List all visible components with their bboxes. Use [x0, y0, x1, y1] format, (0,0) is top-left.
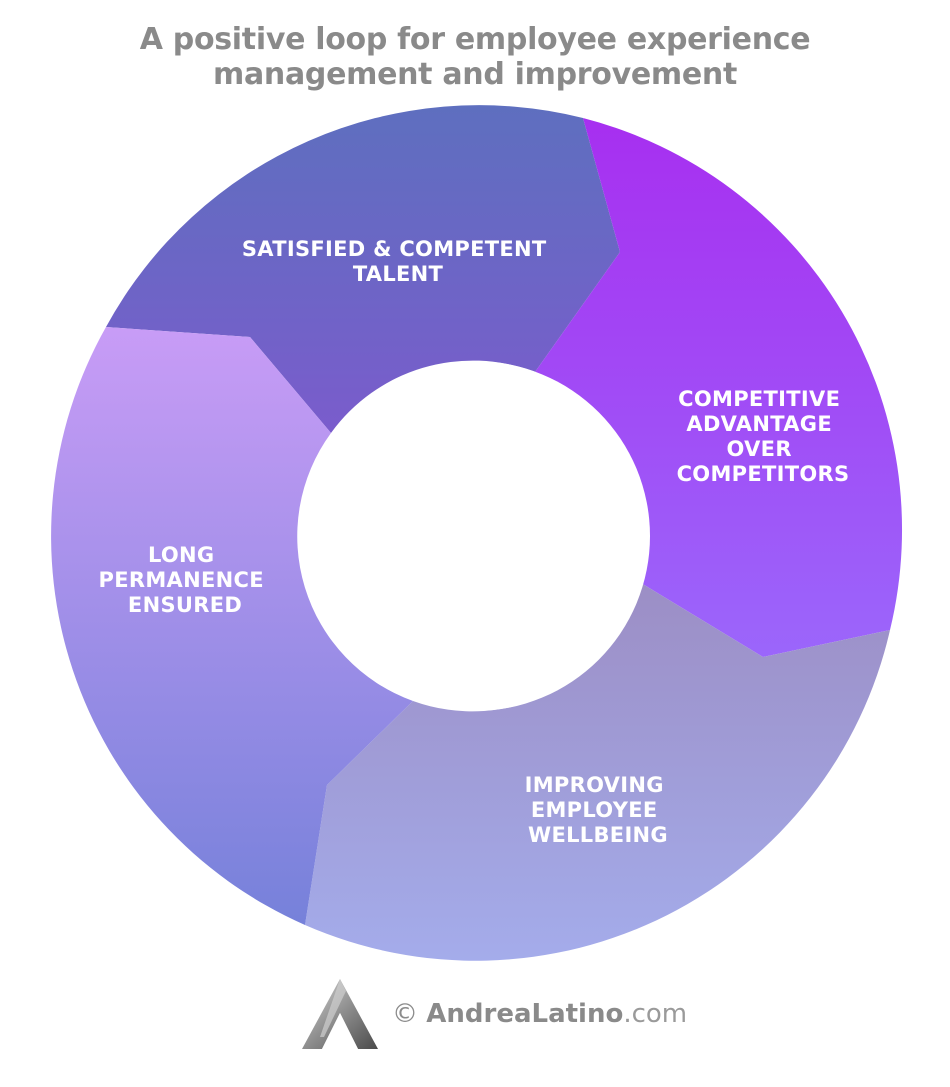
- label-line: COMPETITIVE: [678, 387, 840, 411]
- label-competitive-advantage: COMPETITIVE ADVANTAGE OVER COMPETITORS: [677, 387, 850, 486]
- label-line: LONG: [148, 543, 215, 567]
- copyright-symbol: ©: [392, 999, 418, 1029]
- label-satisfied-talent: SATISFIED & COMPETENT TALENT: [242, 237, 554, 286]
- brand-name: AndreaLatino: [426, 999, 624, 1029]
- label-line: ENSURED: [128, 593, 242, 617]
- label-line: WELLBEING: [528, 823, 668, 847]
- label-long-permanence: LONG PERMANENCE ENSURED: [99, 543, 272, 617]
- label-employee-wellbeing: IMPROVING EMPLOYEE WELLBEING: [525, 773, 672, 847]
- segment-satisfied-talent: [106, 105, 620, 433]
- diagram-title: A positive loop for employee experience …: [0, 22, 950, 92]
- logo-mark-icon: [302, 979, 378, 1049]
- label-line: SATISFIED & COMPETENT: [242, 237, 547, 261]
- segment-long-permanence: [51, 327, 413, 925]
- label-line: EMPLOYEE: [531, 798, 658, 822]
- brand-tld: .com: [623, 999, 688, 1029]
- title-line-2: management and improvement: [212, 57, 738, 92]
- center-hole: [300, 361, 650, 711]
- label-line: OVER: [727, 437, 792, 461]
- label-line: COMPETITORS: [677, 462, 850, 486]
- label-line: TALENT: [353, 262, 444, 286]
- segment-competitive-advantage: [535, 118, 903, 657]
- segment-employee-wellbeing: [305, 583, 890, 961]
- label-line: ADVANTAGE: [686, 412, 832, 436]
- label-line: PERMANENCE: [99, 568, 264, 592]
- footer-credit: © AndreaLatino.com: [300, 975, 687, 1053]
- label-line: IMPROVING: [525, 773, 664, 797]
- credit-text: © AndreaLatino.com: [392, 999, 687, 1029]
- title-line-1: A positive loop for employee experience: [139, 22, 811, 57]
